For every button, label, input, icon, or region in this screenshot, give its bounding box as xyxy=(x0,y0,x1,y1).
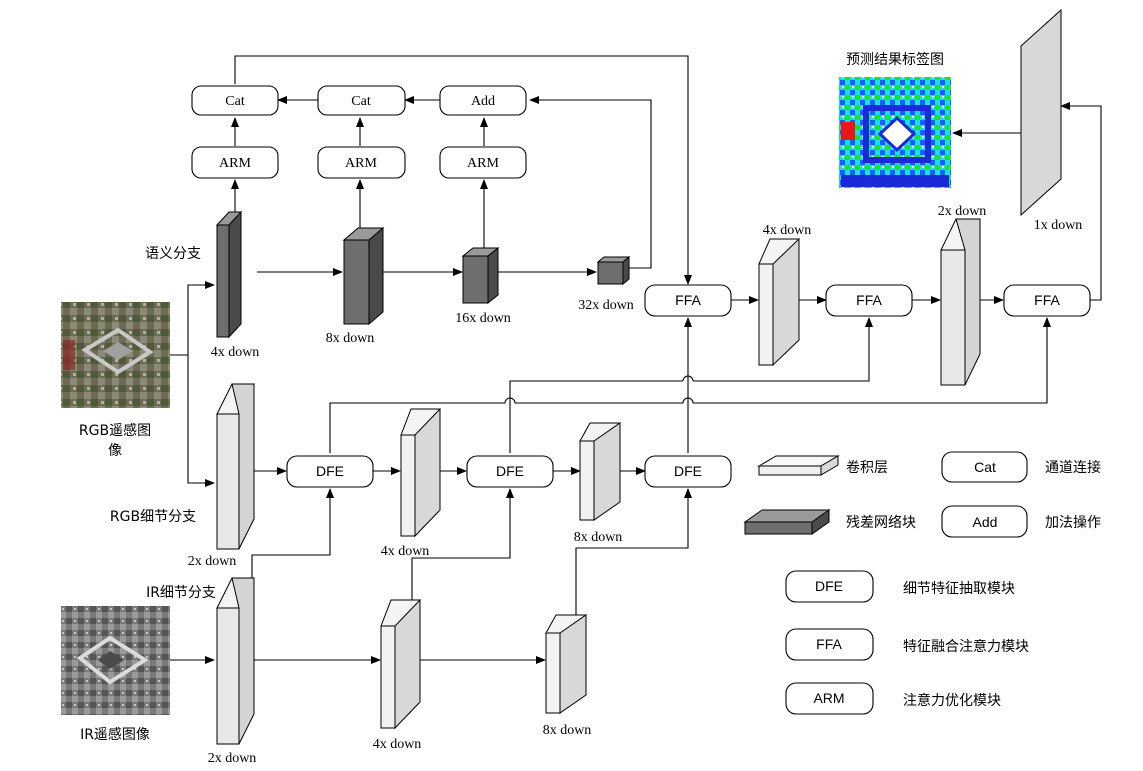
conv-layer-1x xyxy=(1020,8,1062,217)
semantic-branch-label: 语义分支 xyxy=(145,246,201,262)
arm-box-3: ARM xyxy=(439,146,527,179)
ffa-label-3: FFA xyxy=(1034,292,1060,308)
legend-cat-desc: 通道连接 xyxy=(1045,459,1101,476)
legend-cat-box-label: Cat xyxy=(974,459,996,475)
scale-label-4x-rgb: 4x down xyxy=(381,544,430,559)
residual-block-8x xyxy=(342,226,385,326)
arm-label-3: ARM xyxy=(467,156,499,171)
legend-dfe: DFE 细节特征抽取模块 xyxy=(785,570,1015,603)
ffa-label-2: FFA xyxy=(856,292,882,308)
legend-add: Add 加法操作 xyxy=(941,505,1101,538)
ir-detail-branch-label: IR细节分支 xyxy=(146,585,216,601)
ffa-label-1: FFA xyxy=(675,292,701,308)
cat-box-1: Cat xyxy=(191,85,279,116)
residual-block-32x xyxy=(596,255,631,286)
conv-layer-ffa-4x xyxy=(758,237,800,367)
dfe-label-1: DFE xyxy=(316,463,344,479)
legend-residual-block: 残差网络块 xyxy=(743,509,916,535)
scale-label-4x-semantic: 4x down xyxy=(211,345,260,360)
prediction-map-label: 预测结果标签图 xyxy=(846,51,944,68)
cat-box-2: Cat xyxy=(317,85,406,116)
arm-box-2: ARM xyxy=(317,146,406,179)
prediction-map-image xyxy=(839,77,951,188)
conv-layer-rgb-8x xyxy=(579,422,621,521)
scale-label-4x-ir: 4x down xyxy=(373,737,422,752)
arm-label-1: ARM xyxy=(219,156,251,171)
legend-conv-layer-label: 卷积层 xyxy=(846,460,888,476)
scale-label-2x-ffa: 2x down xyxy=(938,204,987,219)
add-box: Add xyxy=(439,85,527,116)
rgb-image-label-line1: RGB遥感图 xyxy=(79,422,151,439)
ir-image-label: IR遥感图像 xyxy=(80,726,150,743)
scale-label-8x-ir: 8x down xyxy=(543,723,592,738)
ffa-box-1: FFA xyxy=(644,284,732,317)
scale-label-16x: 16x down xyxy=(455,311,511,326)
arm-box-1: ARM xyxy=(191,146,279,179)
dfe-box-3: DFE xyxy=(644,455,732,488)
legend-cat: Cat 通道连接 xyxy=(941,451,1101,483)
rgb-image-label-line2: 像 xyxy=(108,443,122,459)
legend-dfe-desc: 细节特征抽取模块 xyxy=(903,581,1015,597)
rgb-image xyxy=(61,302,170,408)
scale-label-32x: 32x down xyxy=(578,298,634,313)
cat-label-1: Cat xyxy=(225,94,245,109)
legend: 卷积层 残差网络块 Cat 通道连接 Add 加法操作 DFE 细节特征抽取模块… xyxy=(743,451,1101,715)
scale-label-1x: 1x down xyxy=(1034,218,1083,233)
conv-layer-ir-2x xyxy=(216,577,255,745)
legend-dfe-box-label: DFE xyxy=(815,578,843,594)
legend-residual-block-label: 残差网络块 xyxy=(846,515,916,531)
conv-layer-rgb-2x xyxy=(216,383,255,550)
residual-block-16x xyxy=(461,246,500,305)
dfe-label-3: DFE xyxy=(674,463,702,479)
legend-ffa-desc: 特征融合注意力模块 xyxy=(903,638,1029,655)
arm-label-2: ARM xyxy=(345,156,377,171)
legend-conv-layer: 卷积层 xyxy=(757,455,888,476)
scale-label-2x-rgb: 2x down xyxy=(188,554,237,569)
legend-arm-desc: 注意力优化模块 xyxy=(903,692,1001,709)
dfe-box-2: DFE xyxy=(466,455,554,488)
scale-label-4x-ffa: 4x down xyxy=(763,223,812,238)
legend-arm: ARM 注意力优化模块 xyxy=(785,682,1001,715)
conv-layer-rgb-4x xyxy=(400,407,441,538)
rgb-detail-branch-label: RGB细节分支 xyxy=(110,509,196,525)
dfe-label-2: DFE xyxy=(496,463,524,479)
ir-image xyxy=(61,606,170,715)
conv-layer-ir-8x xyxy=(545,614,587,714)
legend-ffa-box-label: FFA xyxy=(816,636,842,652)
legend-add-desc: 加法操作 xyxy=(1045,515,1101,531)
residual-block-4x xyxy=(215,210,243,339)
legend-arm-box-label: ARM xyxy=(813,690,844,706)
cat-label-2: Cat xyxy=(351,94,371,109)
scale-label-8x-semantic: 8x down xyxy=(326,331,375,346)
legend-ffa: FFA 特征融合注意力模块 xyxy=(785,628,1029,661)
ffa-box-3: FFA xyxy=(1003,284,1091,317)
add-label: Add xyxy=(471,94,495,109)
conv-layer-ir-4x xyxy=(380,598,421,730)
conv-layer-ffa-2x xyxy=(940,218,981,386)
connections xyxy=(170,55,1102,664)
scale-label-2x-ir: 2x down xyxy=(208,751,257,766)
ffa-box-2: FFA xyxy=(825,284,913,317)
dfe-box-1: DFE xyxy=(286,455,374,488)
scale-label-8x-rgb: 8x down xyxy=(574,530,623,545)
legend-add-box-label: Add xyxy=(973,514,998,530)
